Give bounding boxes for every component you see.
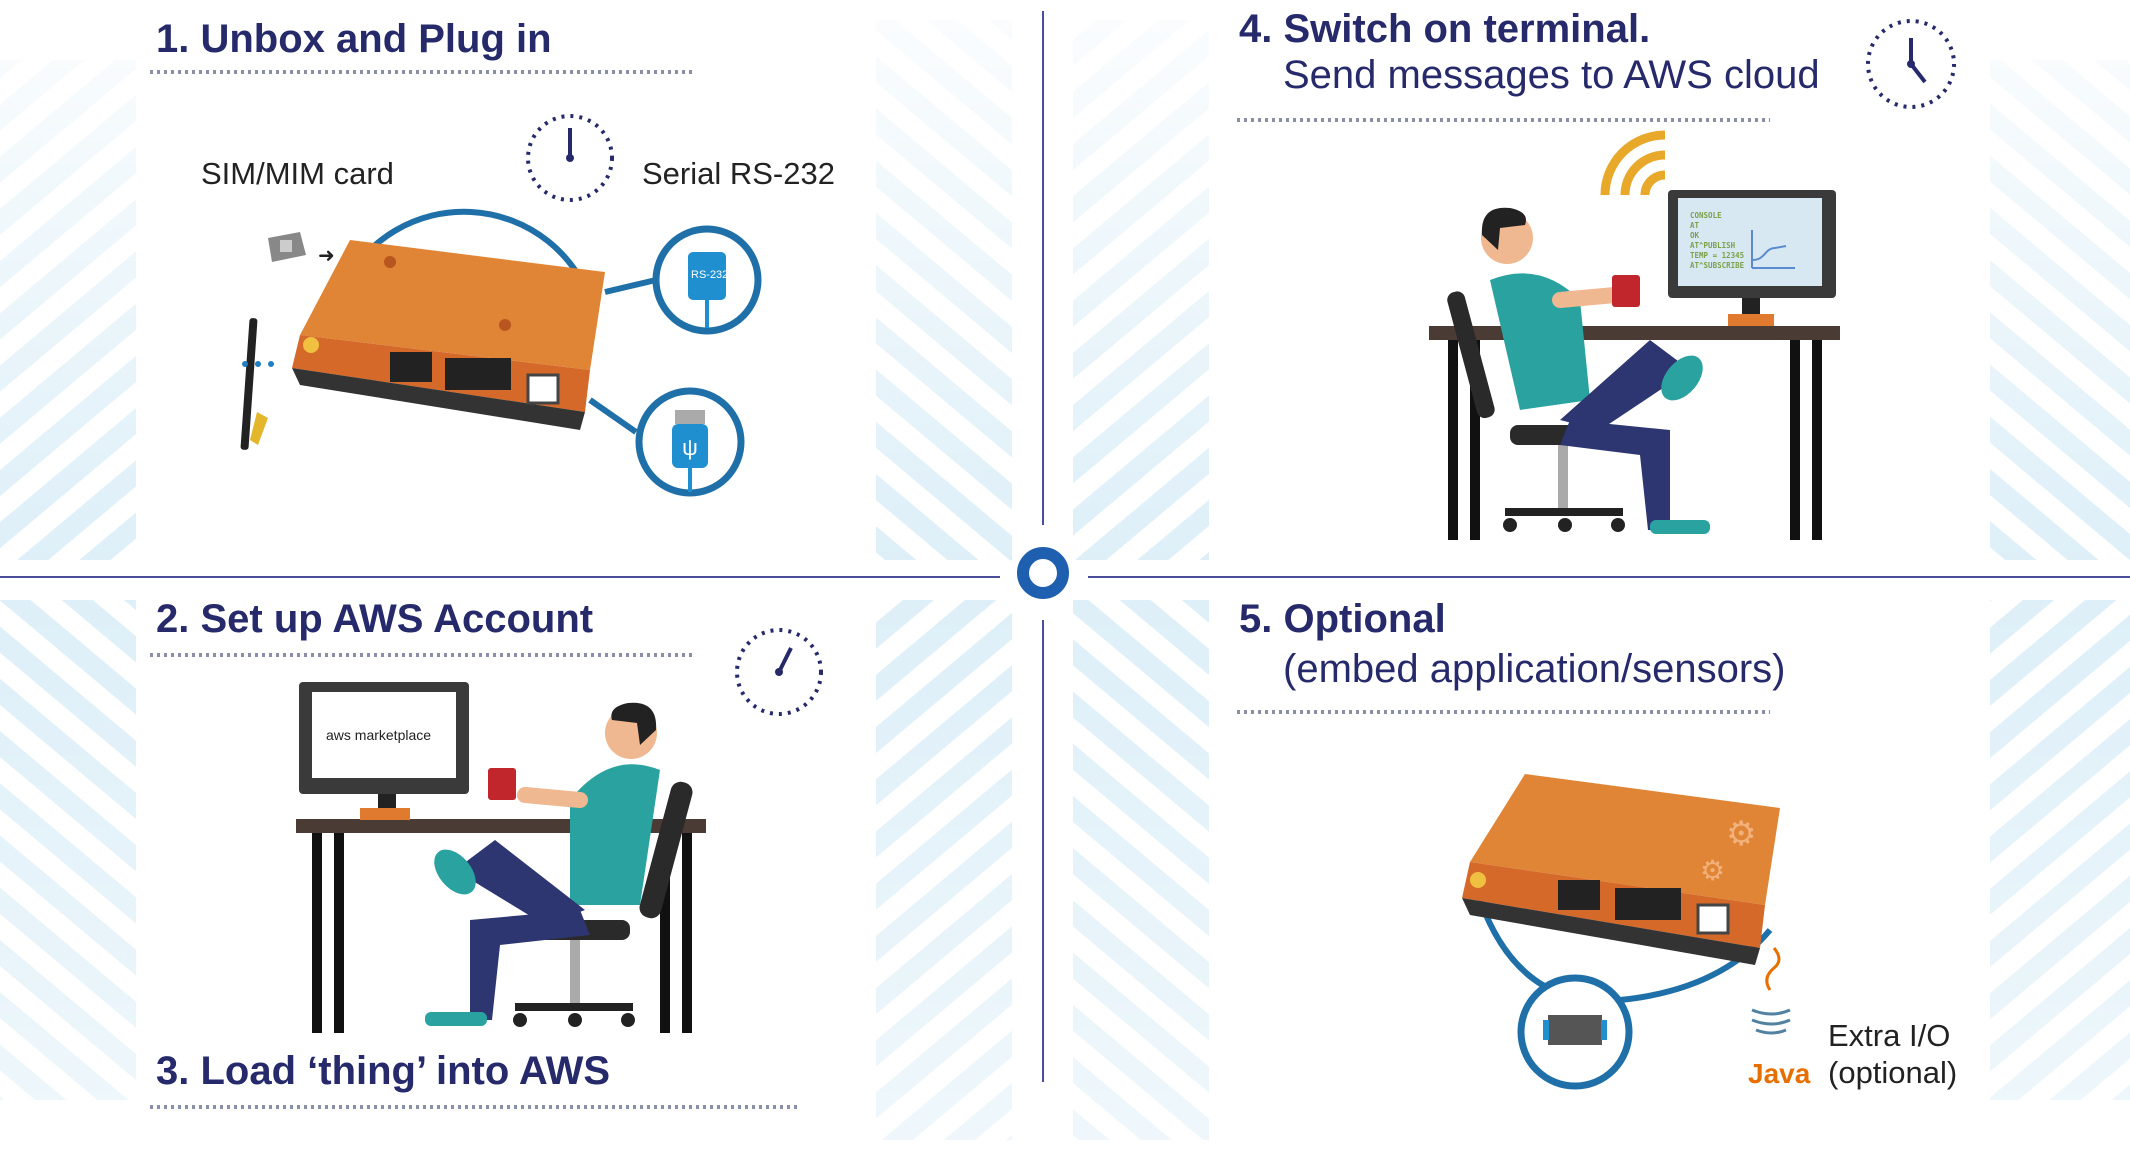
step5-section: 5. Optional (embed application/sensors) … [1237,597,1957,1090]
person-illustration [1447,207,1710,534]
monitor-aws-marketplace: aws marketplace [299,682,469,820]
sim-card-label: SIM/MIM card [201,156,394,191]
step2-title: 2. Set up AWS Account [156,597,593,641]
step4-subtitle: Send messages to AWS cloud [1283,53,1820,97]
rs232-badge: RS-232 [691,269,728,281]
center-ring [1017,547,1069,599]
extra-io-note: (optional) [1828,1055,1957,1090]
console-line: AT [1690,221,1700,230]
console-line: AT^PUBLISH [1690,241,1736,250]
extra-io-connector-icon [1517,974,1633,1090]
svg-text:ψ: ψ [682,435,698,460]
java-logo: Java [1748,947,1811,1089]
step4-title: 4. Switch on terminal. [1239,7,1650,51]
rs232-connector-icon: RS-232 [652,225,762,335]
console-line: CONSOLE [1690,211,1722,220]
quadrant-dividers [0,11,2130,1082]
aws-marketplace-text: aws marketplace [326,727,431,743]
person-illustration [425,702,693,1027]
java-label: Java [1748,1058,1811,1089]
svg-text:➜: ➜ [318,245,335,267]
clock-icon [735,628,823,716]
step5-subtitle: (embed application/sensors) [1283,647,1785,691]
usb-connector-icon: ψ [635,387,745,497]
extra-io-label: Extra I/O [1828,1018,1950,1053]
console-line: TEMP = 12345 [1690,251,1744,260]
console-line: OK [1690,231,1700,240]
gateway-device-icon: ⚙ ⚙ [1462,774,1780,965]
gear-icon: ⚙ [1726,815,1756,853]
console-line: AT^SUBSCRIBE [1690,261,1745,270]
gear-icon: ⚙ [1700,855,1725,886]
step2-section: 2. Set up AWS Account aws marketplace [150,597,823,1109]
serial-label: Serial RS-232 [642,156,835,191]
clock-icon [526,114,614,202]
step5-title: 5. Optional [1239,597,1446,641]
step1-title: 1. Unbox and Plug in [156,17,552,61]
antenna-icon [240,318,274,450]
step1-section: 1. Unbox and Plug in SIM/MIM card Serial… [150,17,835,497]
sim-card-icon: ➜ [268,232,335,267]
step4-section: 4. Switch on terminal. Send messages to … [1237,7,1956,540]
wifi-signal-icon [1600,130,1666,196]
clock-icon [1866,19,1956,109]
monitor-console: CONSOLE AT OK AT^PUBLISH TEMP = 12345 AT… [1668,190,1836,326]
gateway-device-icon [292,240,605,430]
step3-title: 3. Load ‘thing’ into AWS [156,1049,610,1093]
